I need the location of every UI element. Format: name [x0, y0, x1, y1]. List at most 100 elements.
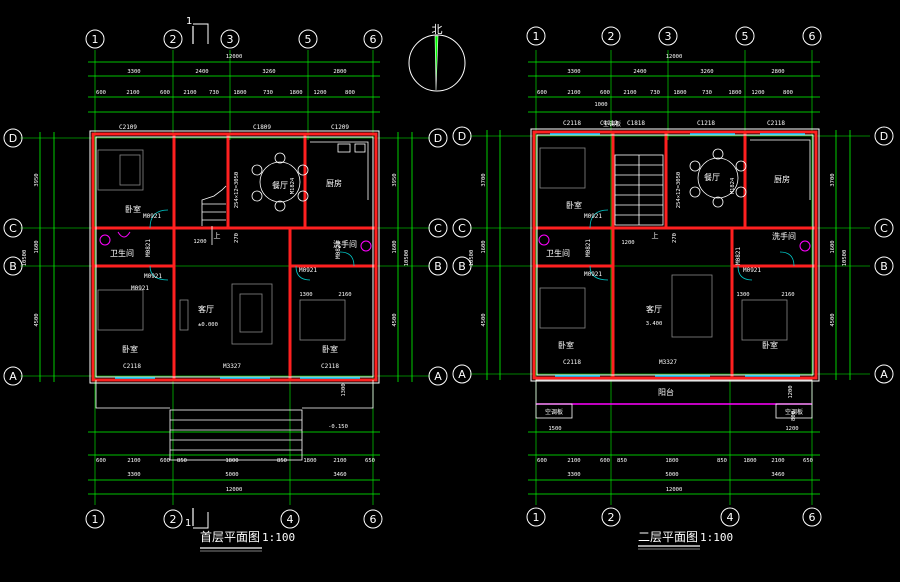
window-label: C1209	[331, 124, 349, 131]
room-label: 卫生间	[546, 248, 570, 258]
dim-bottom-1: 2100	[333, 458, 346, 464]
dim-top-2: 1200	[313, 90, 326, 96]
dim-bottom-1: 2100	[127, 458, 140, 464]
misc-dim: 2160	[781, 292, 794, 298]
dim-right: 1600	[830, 240, 836, 253]
dim-left-total: 10500	[469, 250, 475, 267]
dim-right: 1600	[392, 240, 398, 253]
window-label: C2118	[767, 120, 785, 127]
dim-lines-bottom	[88, 431, 380, 495]
kitchen-counter	[310, 141, 369, 200]
plan-scale: 1:100	[700, 531, 733, 544]
door-swings-r	[589, 209, 795, 281]
room-label: 客厅	[198, 304, 214, 314]
section-mark-label: 1	[186, 16, 192, 27]
dim-bottom-1: 650	[365, 458, 375, 464]
dim-total-top: 12000	[666, 54, 683, 60]
dim-lines-side	[39, 132, 413, 382]
room-label: 卧室	[762, 340, 778, 350]
ac-label: 空调板	[603, 120, 621, 128]
door-label: M0921	[584, 213, 602, 220]
stair-up-label: 上	[214, 231, 221, 240]
axis-label-left: A	[458, 368, 466, 381]
axis-label-top: 1	[533, 30, 540, 43]
plan-title: 首层平面图	[200, 530, 260, 544]
dim-top-2: 600	[537, 90, 547, 96]
walls	[91, 132, 378, 382]
axis-bubbles-top	[3, 29, 448, 529]
room-label: 卧室	[566, 200, 582, 210]
dim-top-2: 2100	[183, 90, 196, 96]
dining-table	[251, 152, 309, 212]
dim-top-2: 1800	[233, 90, 246, 96]
dim-top-2: 600	[96, 90, 106, 96]
dim-right: 3700	[830, 173, 836, 186]
room-label: 阳台	[658, 387, 674, 397]
dim-top-2: 1200	[751, 90, 764, 96]
axis-label-bottom: 1	[533, 511, 540, 524]
axis-label-right: B	[434, 260, 442, 273]
stair-r	[614, 154, 664, 226]
axis-label-left: D	[458, 130, 466, 143]
window-label: C2118	[123, 363, 141, 370]
dim-top-1: 3260	[700, 69, 713, 75]
axis-label-right: C	[880, 222, 888, 235]
porch-steps	[95, 380, 374, 461]
dim-bottom-1: 850	[617, 458, 627, 464]
axis-label-bottom: 6	[809, 511, 816, 524]
misc-dim: 1200	[621, 240, 634, 246]
window-label: C2118	[563, 359, 581, 366]
dim-top-2: 2100	[126, 90, 139, 96]
dim-top-2: 2100	[567, 90, 580, 96]
door-swings	[149, 209, 355, 281]
dim-left-total: 10500	[22, 250, 28, 267]
axis-label-left: A	[9, 370, 17, 383]
dim-left: 3700	[481, 173, 487, 186]
dim-bottom-1: 850	[717, 458, 727, 464]
dim-bottom-2: 3300	[567, 472, 580, 478]
north-arrow: 北	[408, 23, 466, 92]
axis-label-left: D	[9, 132, 17, 145]
axis-label-bottom: 4	[727, 511, 734, 524]
dim-total-bottom: 12000	[226, 487, 243, 493]
axis-label-bottom: 2	[170, 513, 177, 526]
dim-top-1: 2800	[771, 69, 784, 75]
axis-label-top: 5	[742, 30, 749, 43]
axis-label-left: C	[9, 222, 17, 235]
dim-bottom-2: 5000	[225, 472, 238, 478]
dim-bottom-2: 3460	[333, 472, 346, 478]
door-label: M0921	[743, 267, 761, 274]
axis-label-right: C	[434, 222, 442, 235]
misc-dim: 800	[791, 411, 797, 421]
living-furniture	[179, 283, 273, 345]
dim-right-total: 10500	[404, 250, 410, 267]
window-label: C1218	[697, 120, 715, 127]
elevation-porch: -0.150	[328, 424, 348, 430]
door-label: M0921	[584, 271, 602, 278]
elevation-living: 3.400	[646, 321, 663, 327]
dim-top-2: 1800	[673, 90, 686, 96]
dim-bottom-1: 1800	[743, 458, 756, 464]
room-label: 卧室	[322, 344, 338, 354]
m-dim-label: M1824	[290, 177, 296, 194]
door-label: M3327	[659, 359, 677, 366]
dim-total-bottom: 12000	[666, 487, 683, 493]
section-mark-top: 1	[186, 16, 209, 44]
dim-top-2: 1800	[728, 90, 741, 96]
stair-up-label: 上	[652, 231, 659, 240]
dim-bottom-1: 600	[600, 458, 610, 464]
door-label: M0821	[585, 239, 592, 257]
axis-label-bottom: 6	[370, 513, 377, 526]
dining-table-r	[689, 148, 747, 208]
dim-bottom-1: 2100	[771, 458, 784, 464]
dim-bottom-2: 3460	[771, 472, 784, 478]
dim-top-1: 2400	[633, 69, 646, 75]
misc-dim: 1000	[594, 102, 607, 108]
kitchen-counter-r	[750, 139, 811, 200]
beds-r	[539, 147, 788, 341]
axis-label-right: D	[880, 130, 888, 143]
window-label: C2109	[119, 124, 137, 131]
axis-label-left: B	[9, 260, 17, 273]
